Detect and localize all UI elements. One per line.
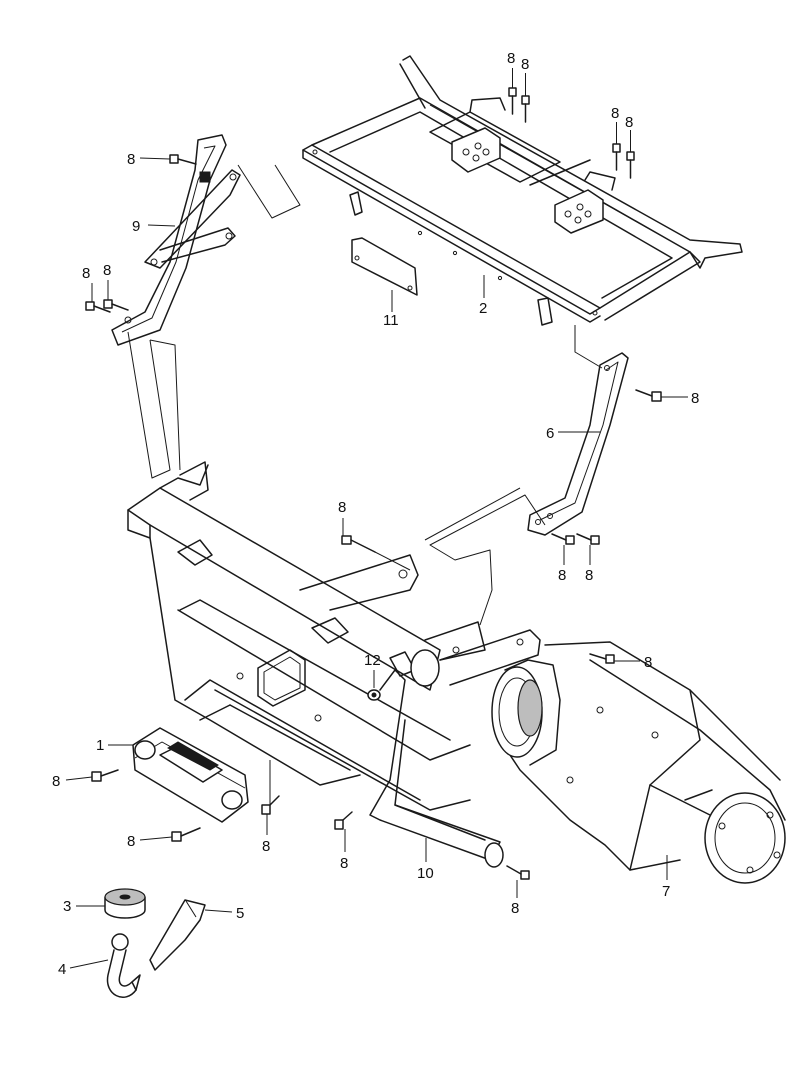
bolt — [261, 795, 280, 815]
bolt — [91, 769, 119, 782]
strap-part-5 — [149, 899, 206, 971]
callout-8: 8 — [82, 265, 90, 282]
left-bracket-part-9 — [111, 134, 241, 346]
callout-7: 7 — [662, 883, 670, 900]
assembly-guide-lines — [127, 164, 603, 626]
callout-10: 10 — [417, 865, 434, 882]
stopper-part-3 — [104, 888, 146, 919]
callout-8: 8 — [691, 390, 699, 407]
hook-part-4 — [106, 933, 141, 998]
bolt — [506, 865, 530, 880]
callout-8: 8 — [52, 773, 60, 790]
nut-part-12 — [367, 689, 381, 701]
callout-8: 8 — [611, 105, 619, 122]
bolt — [85, 301, 111, 313]
winch-mount-bracket — [127, 461, 541, 868]
callout-4: 4 — [58, 961, 66, 978]
callout-1: 1 — [96, 737, 104, 754]
callout-labels: 8 8 8 8 8 8 8 9 2 11 8 6 8 8 8 8 12 1 8 … — [52, 50, 699, 978]
bolt — [171, 827, 201, 842]
callout-12: 12 — [364, 652, 381, 669]
callout-5: 5 — [236, 905, 244, 922]
upper-frame — [302, 55, 743, 326]
bolt — [508, 87, 517, 115]
bolt — [103, 299, 129, 311]
callout-9: 9 — [132, 218, 140, 235]
bolt — [635, 389, 662, 402]
callout-3: 3 — [63, 898, 71, 915]
bolt — [341, 535, 376, 553]
bolt — [551, 533, 575, 545]
callout-11: 11 — [383, 312, 399, 329]
callout-8: 8 — [507, 50, 515, 67]
callout-8: 8 — [585, 567, 593, 584]
bolt — [626, 151, 635, 179]
callout-2: 2 — [479, 300, 487, 317]
callout-8: 8 — [127, 151, 135, 168]
bolt — [334, 811, 353, 830]
bolts-part-8 — [85, 87, 662, 880]
callout-8: 8 — [103, 262, 111, 279]
callout-8: 8 — [340, 855, 348, 872]
callout-8: 8 — [338, 499, 346, 516]
callout-8: 8 — [625, 114, 633, 131]
callout-8: 8 — [558, 567, 566, 584]
callout-8: 8 — [521, 56, 529, 73]
right-bracket-part-6 — [527, 352, 629, 536]
callout-8: 8 — [127, 833, 135, 850]
callout-8: 8 — [644, 654, 652, 671]
leader-lines — [65, 68, 688, 969]
fairlead-part-1 — [132, 727, 249, 823]
bolt — [521, 95, 530, 123]
bolt — [589, 653, 615, 664]
plate-part-11 — [351, 237, 418, 296]
callout-8: 8 — [262, 838, 270, 855]
bolt — [576, 533, 600, 545]
bolt — [169, 154, 197, 165]
winch-part-7 — [491, 641, 786, 884]
callout-6: 6 — [546, 425, 554, 442]
bolt — [612, 143, 621, 171]
callout-8: 8 — [511, 900, 519, 917]
